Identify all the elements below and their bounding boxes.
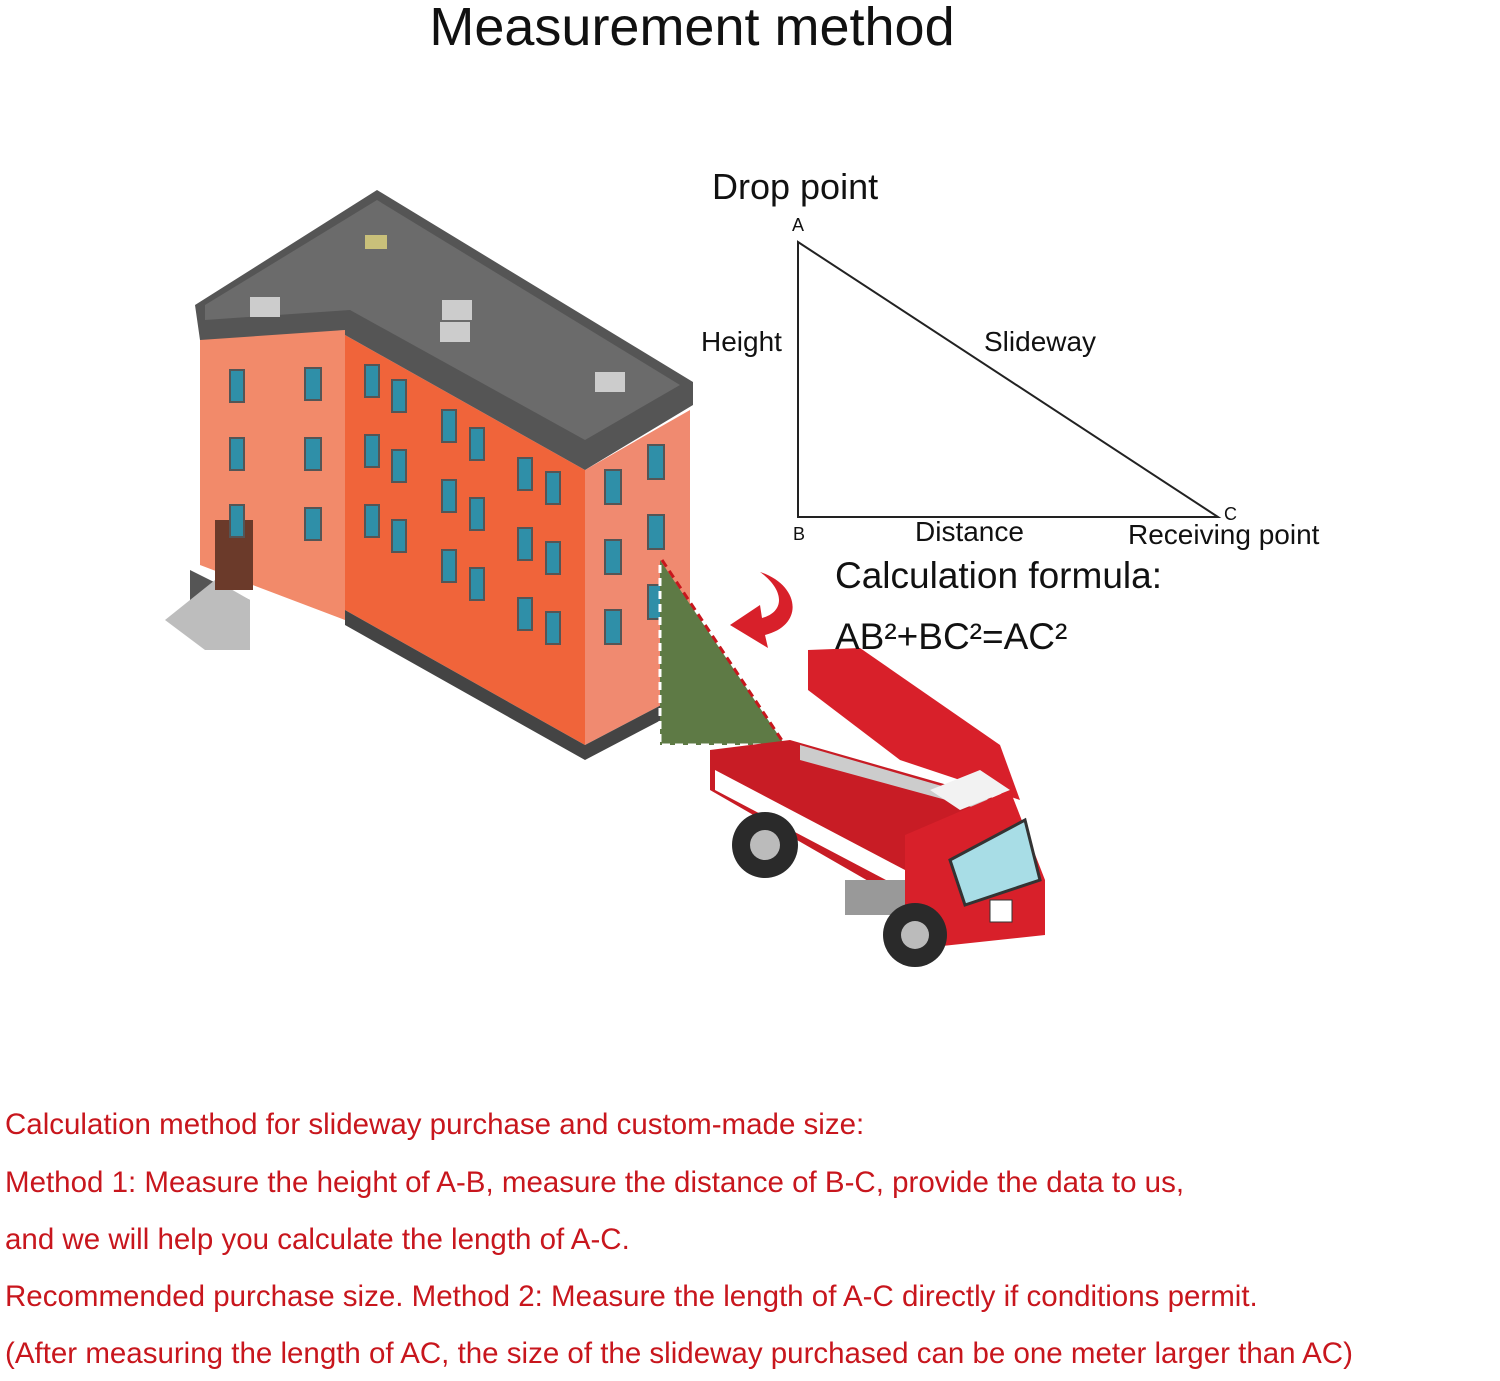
instruction-line: Recommended purchase size. Method 2: Mea… <box>5 1280 1258 1313</box>
slideway-label: Slideway <box>984 326 1097 357</box>
instruction-line: (After measuring the length of AC, the s… <box>5 1337 1353 1370</box>
instruction-line: Calculation method for slideway purchase… <box>5 1108 865 1141</box>
triangle-diagram <box>797 240 1222 518</box>
curved-arrow-icon <box>730 572 793 648</box>
building-illustration <box>165 190 693 760</box>
truck-illustration <box>710 648 1045 967</box>
distance-label: Distance <box>915 516 1024 547</box>
vertex-a-label: A <box>792 215 805 235</box>
vertex-b-label: B <box>793 524 806 544</box>
instruction-line: and we will help you calculate the lengt… <box>5 1223 630 1256</box>
formula: AB²+BC²=AC² <box>835 616 1068 657</box>
drop-point-label: Drop point <box>712 166 879 207</box>
formula-heading: Calculation formula: <box>835 555 1162 596</box>
slide-illustration <box>658 559 787 747</box>
vertex-c-label: C <box>1224 504 1237 524</box>
height-label: Height <box>701 326 782 357</box>
page-title: Measurement method <box>429 0 955 57</box>
receiving-point-label: Receiving point <box>1128 519 1320 550</box>
instruction-line: Method 1: Measure the height of A-B, mea… <box>5 1166 1185 1199</box>
